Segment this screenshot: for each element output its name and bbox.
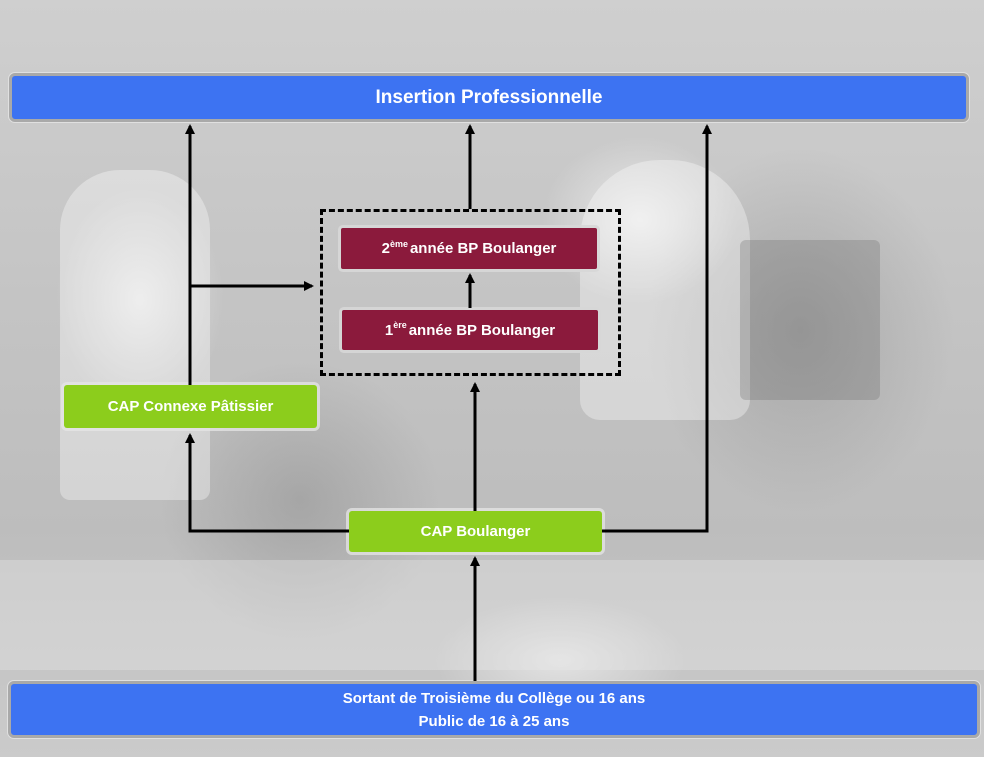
cap-connexe-patissier-box: CAP Connexe Pâtissier xyxy=(64,385,317,428)
cap-connexe-patissier-label: CAP Connexe Pâtissier xyxy=(107,398,274,415)
bp-year2-number: 2 xyxy=(381,240,390,257)
bp-year1-sup: ère xyxy=(393,320,407,330)
background-machine xyxy=(740,240,880,400)
bp-program-group xyxy=(320,209,621,376)
arrow-cap-boulanger-to-connexe xyxy=(185,433,349,533)
cap-boulanger-label: CAP Boulanger xyxy=(420,523,531,540)
entry-profile-text: Sortant de Troisième du Collège ou 16 an… xyxy=(343,687,646,733)
background-figure-right xyxy=(580,160,750,420)
background-figure-left xyxy=(60,170,210,500)
bp-year2-sup: ème xyxy=(389,238,408,249)
arrow-cap-boulanger-to-insertion xyxy=(602,124,712,533)
cap-boulanger-box: CAP Boulanger xyxy=(349,511,602,552)
bp-year1-label: année BP Boulanger xyxy=(408,321,556,339)
insertion-professionnelle-label: Insertion Professionnelle xyxy=(375,86,603,108)
bp-year2-label: année BP Boulanger xyxy=(409,240,557,257)
bp-year1-number: 1 xyxy=(384,321,394,339)
insertion-professionnelle-box: Insertion Professionnelle xyxy=(9,73,969,122)
entry-profile-line2: Public de 16 à 25 ans xyxy=(418,712,570,730)
entry-profile-line1: Sortant de Troisième du Collège ou 16 an… xyxy=(342,689,646,707)
entry-profile-box: Sortant de Troisième du Collège ou 16 an… xyxy=(8,681,980,738)
background-table xyxy=(0,560,984,670)
